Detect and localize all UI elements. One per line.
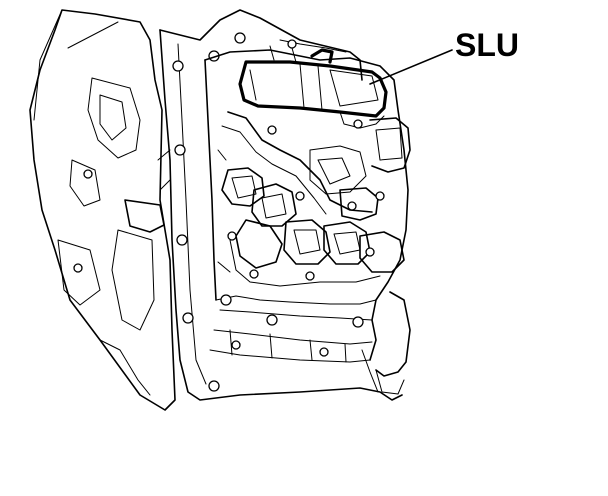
transmission-case (29, 9, 176, 411)
side-solenoid (309, 117, 411, 195)
slu-callout-label: SLU (455, 27, 519, 63)
callout-leader-line (369, 49, 453, 85)
case-flange (159, 9, 403, 401)
lower-right-bracket (361, 291, 411, 395)
slu-solenoid (238, 39, 388, 135)
valve-components (217, 111, 405, 287)
valve-body-plate (204, 49, 409, 363)
